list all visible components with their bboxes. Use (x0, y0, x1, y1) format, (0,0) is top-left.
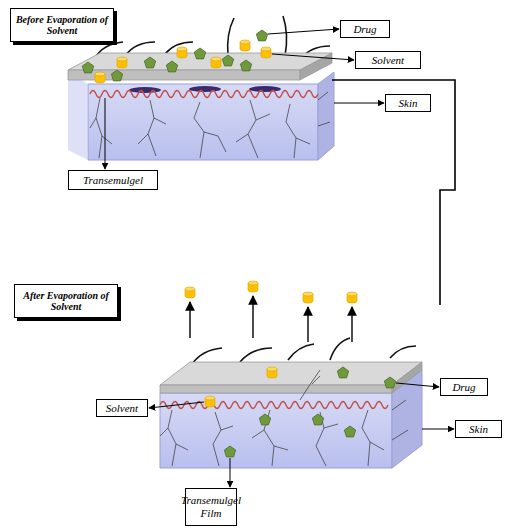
label-box: Skin (385, 94, 431, 112)
text-holder: Before Evaporation of Solvent (13, 14, 111, 37)
skin-block (68, 72, 334, 160)
label-text: Transemulgel (83, 174, 143, 187)
text-holder: Transemulgel Film (181, 494, 241, 519)
label-text: Drug (452, 381, 475, 394)
skin-block (160, 370, 422, 468)
label-box: Skin (455, 420, 502, 438)
label-box: Drug (340, 20, 390, 38)
hair-strands (192, 338, 416, 364)
text-holder: Skin (469, 423, 488, 436)
label-text: Solvent (372, 54, 404, 67)
label-text: Drug (353, 23, 376, 36)
stage-heading-box: After Evaporation of Solvent (14, 284, 118, 318)
text-holder: Skin (399, 97, 418, 110)
skin-vessels (90, 92, 330, 158)
label-text: After Evaporation of Solvent (17, 290, 115, 313)
solvent-particles (205, 367, 277, 407)
dermal-wave (90, 91, 318, 98)
evaporating-solvent (185, 281, 357, 303)
label-box: Solvent (96, 399, 148, 417)
label-box: Drug (440, 378, 488, 396)
text-holder: Solvent (106, 402, 138, 415)
text-holder: After Evaporation of Solvent (17, 290, 115, 313)
label-text: Skin (469, 423, 488, 436)
text-holder: Drug (353, 23, 376, 36)
text-holder: Transemulgel (83, 174, 143, 187)
solvent-particles (95, 40, 271, 83)
evaporation-arrows (190, 296, 352, 342)
label-text: Solvent (106, 402, 138, 415)
sequence-bracket (332, 80, 455, 305)
label-box: Transemulgel (68, 170, 158, 190)
dermal-wave (160, 402, 388, 409)
gel-film (160, 362, 422, 393)
text-holder: Solvent (372, 54, 404, 67)
label-box: Transemulgel Film (185, 488, 237, 526)
stage-heading-box: Before Evaporation of Solvent (10, 8, 114, 42)
drug-particles (224, 367, 395, 457)
label-text: Transemulgel Film (181, 494, 241, 519)
label-box: Solvent (355, 51, 421, 69)
skin-vessels (160, 370, 408, 466)
text-holder: Drug (452, 381, 475, 394)
label-text: Skin (399, 97, 418, 110)
leader-lines (105, 29, 454, 487)
label-text: Before Evaporation of Solvent (13, 14, 111, 37)
